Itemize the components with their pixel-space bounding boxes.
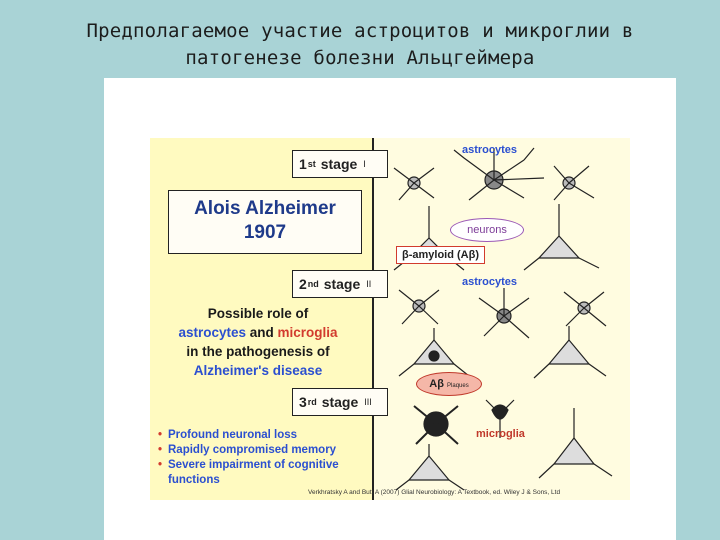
label-astrocytes-1: astrocytes — [462, 144, 518, 156]
stage-2-number: 2 — [299, 276, 307, 292]
figure-credit: Verkhratsky A and Butt A (2007) Glial Ne… — [308, 489, 561, 496]
role-line3: in the pathogenesis of — [186, 344, 330, 359]
slide-title-line2: патогенезе болезни Альцгеймера — [185, 47, 535, 69]
label-beta-amyloid: β-amyloid (Aβ) — [396, 246, 485, 264]
slide-title: Предполагаемое участие астроцитов и микр… — [0, 18, 720, 72]
stage-1-roman: I — [363, 159, 366, 169]
alzheimer-name: Alois Alzheimer — [194, 198, 336, 219]
stage-1-suffix: st — [307, 159, 316, 169]
role-astrocytes: astrocytes — [178, 325, 246, 340]
stage-divider-line — [372, 138, 374, 500]
plaques-text: Plaques — [447, 383, 469, 389]
stage-3-roman: III — [364, 397, 372, 407]
stage-3-number: 3 — [299, 394, 307, 410]
astrocyte-icon — [398, 288, 607, 339]
symptom-item: •Profound neuronal loss — [158, 429, 298, 441]
stage-1-label: stage — [320, 156, 358, 172]
cell-illustration — [393, 147, 613, 491]
astrocyte-icon — [393, 147, 595, 201]
alzheimer-year: 1907 — [243, 222, 287, 243]
stage-2-label: stage — [323, 276, 361, 292]
label-abeta-plaques: Aβ Plaques — [416, 372, 482, 396]
symptom-text: Rapidly compromised memory — [168, 444, 337, 456]
symptom-item: •Rapidly compromised memory — [158, 444, 337, 456]
neuron-icon — [395, 408, 613, 491]
role-line1: Possible role of — [207, 306, 309, 321]
role-description: Possible role of astrocytes and microgli… — [154, 304, 362, 380]
stage-3-label: stage — [321, 394, 359, 410]
stage-2-suffix: nd — [307, 279, 319, 289]
symptom-list: •Profound neuronal loss •Rapidly comprom… — [158, 428, 372, 488]
label-neurons: neurons — [450, 218, 524, 242]
label-microglia: microglia — [476, 428, 525, 440]
role-and: and — [246, 325, 278, 340]
stage-3-suffix: rd — [307, 397, 317, 407]
role-line4: Alzheimer's disease — [193, 363, 323, 378]
stage-1-number: 1 — [299, 156, 307, 172]
role-microglia: microglia — [277, 325, 338, 340]
neuron-icon — [398, 326, 607, 379]
abeta-text: Aβ — [429, 378, 444, 390]
label-astrocytes-2: astrocytes — [462, 276, 518, 288]
symptom-item: •Severe impairment of cognitive function… — [158, 458, 372, 488]
alois-alzheimer-box: Alois Alzheimer 1907 — [168, 190, 362, 254]
microglia-icon — [413, 399, 515, 445]
symptom-text: Profound neuronal loss — [168, 429, 298, 441]
stage-2-roman: II — [366, 279, 372, 289]
slide-title-line1: Предполагаемое участие астроцитов и микр… — [86, 20, 634, 42]
symptom-text: Severe impairment of cognitive functions — [168, 459, 339, 486]
